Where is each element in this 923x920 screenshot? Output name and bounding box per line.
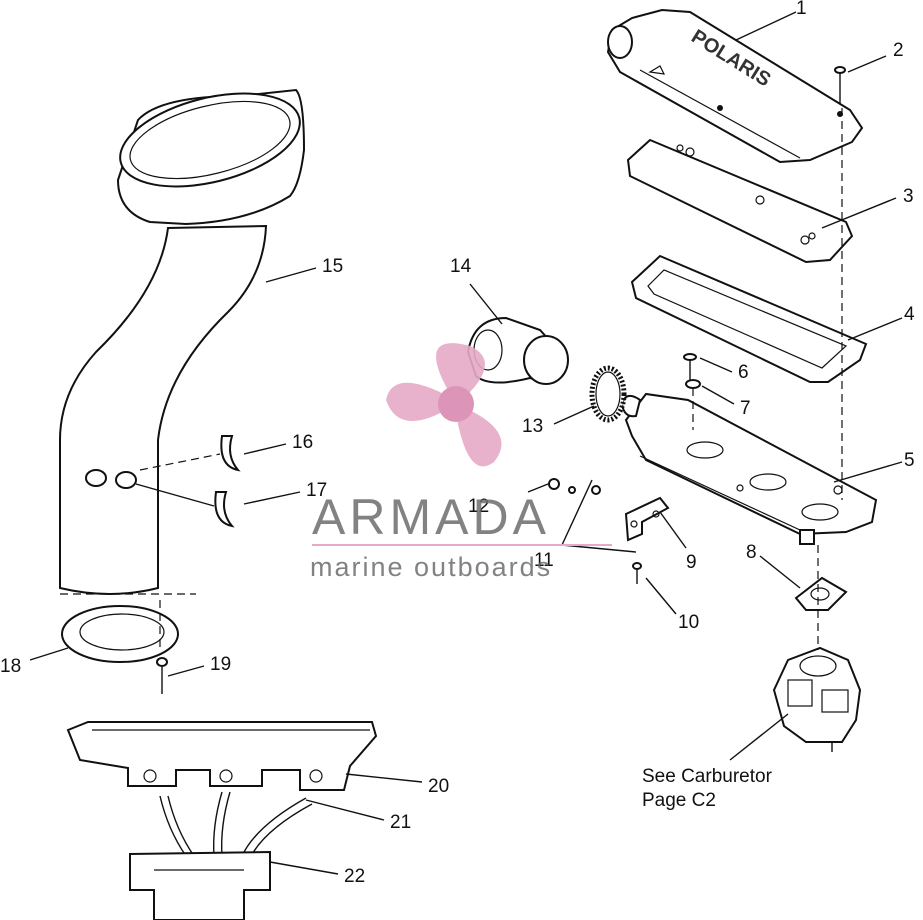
- callout-22: 22: [344, 866, 365, 887]
- callout-8: 8: [746, 542, 757, 563]
- callout-6: 6: [738, 362, 749, 383]
- part-7-washer: [685, 379, 701, 430]
- callout-5: 5: [904, 450, 915, 471]
- callout-3: 3: [903, 186, 914, 207]
- callout-13: 13: [522, 416, 543, 437]
- callout-4: 4: [904, 304, 915, 325]
- part-13-clamp: [589, 365, 627, 423]
- callout-2: 2: [893, 40, 904, 61]
- part-15-intake-tube: [59, 88, 306, 595]
- callout-9: 9: [686, 552, 697, 573]
- callout-19: 19: [210, 654, 231, 675]
- part-20-manifold: [66, 721, 378, 791]
- part-2-screw: [834, 66, 846, 104]
- part-14-elbow: [466, 316, 569, 385]
- part-17-grommet: [85, 469, 235, 528]
- part-11-clip: [561, 479, 637, 553]
- callout-10: 10: [678, 612, 699, 633]
- callout-11: 11: [534, 550, 554, 571]
- part-9-bracket: [624, 496, 670, 542]
- callout-18: 18: [0, 656, 21, 677]
- callout-21: 21: [390, 812, 411, 833]
- part-4-gasket: [630, 254, 868, 383]
- part-21-hoses: [159, 791, 313, 859]
- carburetor-note-line2: Page C2: [642, 790, 716, 811]
- watermark: ARMADA marine outboards: [310, 343, 612, 582]
- callout-14: 14: [450, 256, 472, 277]
- carburetor: [772, 545, 862, 752]
- propeller-logo-icon: [386, 343, 502, 467]
- callout-16: 16: [292, 432, 313, 453]
- callout-1: 1: [796, 0, 807, 19]
- part-6-bolt: [683, 353, 697, 380]
- part-10-screw: [632, 562, 642, 584]
- part-22-block: [129, 850, 271, 920]
- callout-7: 7: [740, 398, 751, 419]
- leader-lines: [29, 11, 903, 875]
- callout-15: 15: [322, 256, 343, 277]
- watermark-tagline: marine outboards: [310, 552, 552, 582]
- part-1-airbox-cover: POLARIS: [606, 8, 864, 164]
- callout-numbers: 1 2 3 4 5 6 7 8 9 10 11 12 13 14 15 16 1…: [0, 0, 915, 887]
- part-19-bolt: [156, 657, 168, 694]
- part-12-screw: [548, 478, 576, 494]
- callout-20: 20: [428, 776, 449, 797]
- part-16-grommet: [139, 435, 241, 472]
- part-3-plate: [626, 138, 854, 264]
- part-18-ring-gasket: [60, 593, 196, 663]
- carburetor-note-line1: See Carburetor: [642, 766, 773, 787]
- callout-17: 17: [306, 480, 327, 501]
- callout-12: 12: [468, 496, 489, 517]
- watermark-brand: ARMADA: [312, 489, 550, 545]
- part-8-gasket: [794, 576, 848, 611]
